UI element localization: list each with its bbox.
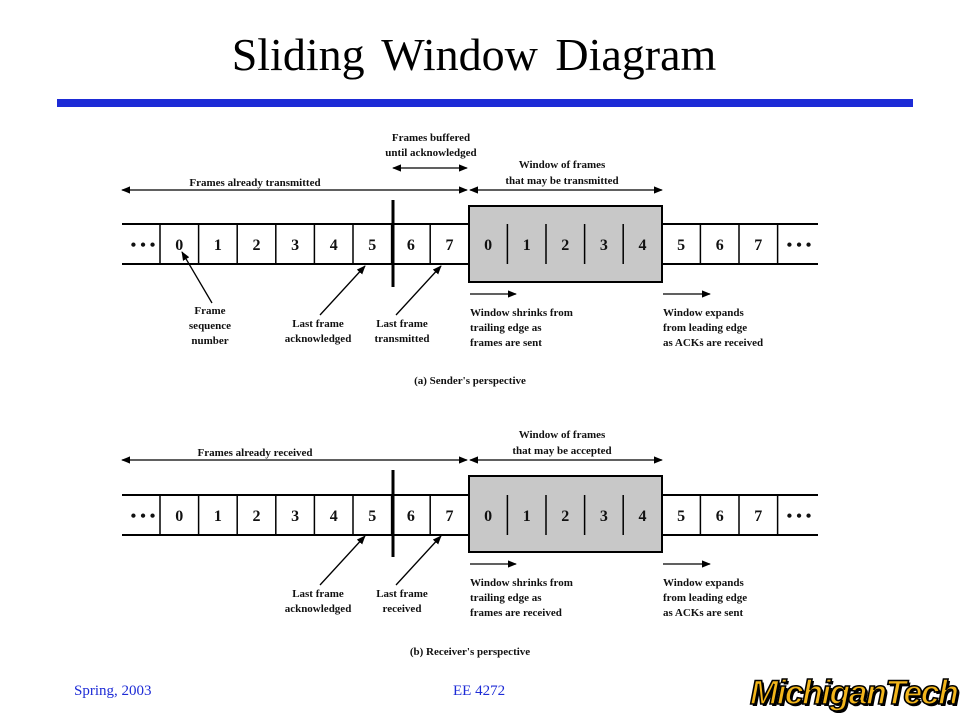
slide-title: Sliding Window Diagram xyxy=(231,29,717,80)
sender-expands-label-1: Window expands xyxy=(663,307,745,319)
logo-registered-dot xyxy=(947,700,952,705)
sender-panel: • • • • • • 0 1 2 3 4 5 6 7 0 1 2 3 4 5 6 7 Frames buff… xyxy=(121,132,818,387)
receiver-shrinks-label-2: trailing edge as xyxy=(470,592,542,604)
receiver-expands-label-1: Window expands xyxy=(663,577,745,589)
receiver-panel: • • • • • • 0 1 2 3 4 5 6 7 0 1 2 3 4 5 6 7 Frames alre… xyxy=(121,429,818,658)
receiver-last-rx-pointer xyxy=(395,535,442,586)
sender-frame-seq-label-1: Frame xyxy=(194,305,225,317)
receiver-frame-cell: 3 xyxy=(600,508,608,525)
receiver-cells: 0 1 2 3 4 5 6 7 0 1 2 3 4 5 6 7 xyxy=(175,508,762,525)
sender-last-ack-pointer xyxy=(319,265,366,316)
receiver-ellipsis-right: • • • xyxy=(787,508,812,525)
receiver-window-label-2: that may be accepted xyxy=(512,445,611,457)
receiver-frame-cell: 6 xyxy=(407,508,415,525)
sender-frame-cell: 5 xyxy=(677,237,685,254)
sender-frame-cell: 4 xyxy=(639,237,647,254)
receiver-frame-cell: 2 xyxy=(561,508,569,525)
receiver-frame-cell: 4 xyxy=(639,508,647,525)
sender-frame-cell: 7 xyxy=(446,237,454,254)
receiver-frame-cell: 1 xyxy=(523,508,531,525)
sender-last-tx-label-1: Last frame xyxy=(376,318,428,330)
receiver-frame-cell: 2 xyxy=(253,508,261,525)
receiver-expands-label-2: from leading edge xyxy=(663,592,747,604)
sender-shrinks-label-2: trailing edge as xyxy=(470,322,542,334)
sender-frame-seq-label-3: number xyxy=(191,335,228,347)
receiver-frame-cell: 7 xyxy=(446,508,454,525)
footer-course: EE 4272 xyxy=(453,683,506,699)
sender-cells: 0 1 2 3 4 5 6 7 0 1 2 3 4 5 6 7 xyxy=(175,237,762,254)
receiver-window-box xyxy=(468,475,663,553)
receiver-frame-cell: 0 xyxy=(484,508,492,525)
sender-frame-cell: 5 xyxy=(368,237,376,254)
sender-last-ack-label-1: Last frame xyxy=(292,318,344,330)
michigan-tech-logo: MichiganTech xyxy=(742,673,960,714)
sender-expands-label-3: as ACKs are received xyxy=(663,337,763,349)
receiver-expands-label-3: as ACKs are sent xyxy=(663,607,743,619)
receiver-shrinks-label-3: frames are received xyxy=(470,607,562,619)
sender-frame-cell: 0 xyxy=(484,237,492,254)
receiver-last-rx-label-1: Last frame xyxy=(376,588,428,600)
receiver-caption: (b) Receiver's perspective xyxy=(410,646,530,658)
sender-shrinks-label-1: Window shrinks from xyxy=(470,307,573,319)
receiver-shrinks-label-1: Window shrinks from xyxy=(470,577,573,589)
sender-window-box xyxy=(468,205,663,283)
receiver-last-ack-label-1: Last frame xyxy=(292,588,344,600)
sender-buffered-label-1: Frames buffered xyxy=(392,132,470,144)
title-rule xyxy=(57,99,913,107)
sender-already-label: Frames already transmitted xyxy=(189,177,320,189)
footer-date: Spring, 2003 xyxy=(74,683,152,699)
receiver-already-label: Frames already received xyxy=(197,447,312,459)
sender-caption: (a) Sender's perspective xyxy=(414,375,526,387)
sender-frame-cell: 0 xyxy=(175,237,183,254)
sender-frame-cell: 4 xyxy=(330,237,338,254)
sender-frame-cell: 6 xyxy=(716,237,724,254)
receiver-last-rx-label-2: received xyxy=(383,603,422,615)
receiver-last-ack-label-2: acknowledged xyxy=(285,603,352,615)
sender-frame-cell: 3 xyxy=(291,237,299,254)
sender-frame-seq-label-2: sequence xyxy=(189,320,231,332)
sender-last-ack-label-2: acknowledged xyxy=(285,333,352,345)
sender-frame-cell: 1 xyxy=(523,237,531,254)
sender-separators xyxy=(159,224,779,264)
receiver-frame-cell: 6 xyxy=(716,508,724,525)
receiver-frame-cell: 5 xyxy=(368,508,376,525)
receiver-frame-cell: 0 xyxy=(175,508,183,525)
sender-ellipsis-right: • • • xyxy=(787,237,812,254)
sender-frame-cell: 2 xyxy=(561,237,569,254)
sender-shrinks-label-3: frames are sent xyxy=(470,337,542,349)
sender-frame-seq-pointer xyxy=(181,251,213,304)
sender-window-label-2: that may be transmitted xyxy=(505,175,618,187)
receiver-window-label-1: Window of frames xyxy=(519,429,606,441)
sender-frame-cell: 7 xyxy=(754,237,762,254)
receiver-frame-cell: 1 xyxy=(214,508,222,525)
sender-frame-cell: 3 xyxy=(600,237,608,254)
receiver-frame-cell: 3 xyxy=(291,508,299,525)
receiver-ellipsis-left: • • • xyxy=(131,508,156,525)
receiver-frame-cell: 4 xyxy=(330,508,338,525)
receiver-frame-cell: 5 xyxy=(677,508,685,525)
sender-frame-cell: 2 xyxy=(253,237,261,254)
sender-frame-cell: 1 xyxy=(214,237,222,254)
sender-last-tx-label-2: transmitted xyxy=(375,333,430,345)
logo-wordmark: MichiganTech xyxy=(749,673,960,713)
sender-frame-cell: 6 xyxy=(407,237,415,254)
receiver-last-ack-pointer xyxy=(319,535,366,586)
sender-last-tx-pointer xyxy=(395,265,442,316)
sender-window-label-1: Window of frames xyxy=(519,159,606,171)
sender-ellipsis-left: • • • xyxy=(131,237,156,254)
sender-buffered-label-2: until acknowledged xyxy=(385,147,476,159)
sender-expands-label-2: from leading edge xyxy=(663,322,747,334)
receiver-frame-cell: 7 xyxy=(754,508,762,525)
